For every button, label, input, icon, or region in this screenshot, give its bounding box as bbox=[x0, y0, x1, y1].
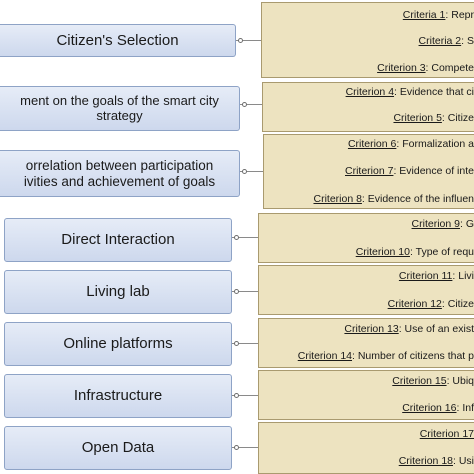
connector-dot bbox=[234, 393, 239, 398]
category-box-participation-correlation: orrelation between participation ivities… bbox=[0, 150, 240, 197]
criterion-text: : Usi bbox=[453, 455, 474, 467]
connector-dot bbox=[234, 341, 239, 346]
criterion-item: Criterion 13: Use of an exist bbox=[344, 323, 474, 336]
criterion-item: Criterion 10: Type of requ bbox=[356, 246, 474, 259]
criterion-id: Criterion 17 bbox=[419, 428, 474, 440]
category-box-living-lab: Living lab bbox=[4, 270, 232, 314]
criterion-id: Criterion 18 bbox=[398, 455, 453, 467]
connector-line bbox=[232, 237, 259, 238]
connector-dot bbox=[234, 445, 239, 450]
criterion-id: Criterion 12 bbox=[387, 298, 442, 310]
criterion-text: : Citize bbox=[441, 112, 474, 124]
criterion-item: Criterion 3: Compete bbox=[377, 62, 474, 75]
criterion-item: Criterion 11: Livi bbox=[399, 270, 474, 283]
criterion-item: Criterion 16: Inf bbox=[402, 402, 474, 415]
criterion-item: Criterion 18: Usi bbox=[399, 455, 474, 468]
criterion-text: : Ubiq bbox=[446, 375, 474, 387]
criterion-text: : Repr bbox=[445, 9, 474, 21]
connector-dot bbox=[238, 38, 243, 43]
criterion-id: Criterion 15 bbox=[392, 375, 447, 387]
category-box-direct-interaction: Direct Interaction bbox=[4, 218, 232, 262]
criterion-item: Criterion 14: Number of citizens that p bbox=[298, 350, 474, 363]
criterion-id: Criterion 6 bbox=[347, 138, 397, 150]
criterion-item: Criterion 8: Evidence of the influen bbox=[313, 193, 474, 206]
connector-line bbox=[232, 291, 259, 292]
category-box-smart-city-goals: ment on the goals of the smart city stra… bbox=[0, 86, 240, 131]
category-label: Open Data bbox=[81, 439, 155, 457]
criterion-text: : Use of an exist bbox=[398, 323, 474, 335]
criteria-box-living-lab: Criterion 11: Livi Criterion 12: Citize bbox=[258, 265, 474, 315]
category-box-citizens-selection: Citizen's Selection bbox=[0, 24, 236, 57]
category-label-line: ivities and achievement of goals bbox=[23, 173, 216, 189]
criterion-item: Criterion 6: Formalization a bbox=[348, 138, 474, 151]
criterion-text: : Compete bbox=[425, 62, 474, 74]
category-label: Living lab bbox=[86, 283, 150, 301]
connector-dot bbox=[242, 102, 247, 107]
category-box-open-data: Open Data bbox=[4, 426, 232, 470]
criteria-box-infrastructure: Criterion 15: Ubiq Criterion 16: Inf bbox=[258, 370, 474, 420]
criterion-item: Criteria 2: S bbox=[419, 35, 474, 48]
criterion-text: : Evidence that ci bbox=[394, 86, 474, 98]
connector-line bbox=[240, 104, 263, 105]
criterion-id: Criterion 4 bbox=[345, 86, 395, 98]
connector-line bbox=[236, 40, 262, 41]
connector-dot bbox=[234, 289, 239, 294]
criterion-item: Criterion 15: Ubiq bbox=[392, 375, 474, 388]
criterion-id: Criterion 5 bbox=[393, 112, 442, 124]
connector-line bbox=[232, 343, 259, 344]
connector-line bbox=[232, 447, 259, 448]
connector-line bbox=[240, 171, 264, 172]
criterion-text: : Evidence of inte bbox=[393, 165, 474, 177]
category-label: Online platforms bbox=[63, 335, 173, 353]
criterion-id: Criterion 14 bbox=[297, 350, 353, 362]
criteria-box-open-data: Criterion 17 Criterion 18: Usi bbox=[258, 422, 474, 474]
criterion-item: Criterion 5: Citize bbox=[393, 112, 474, 125]
criteria-box-direct-interaction: Criterion 9: G Criterion 10: Type of req… bbox=[258, 213, 474, 263]
criterion-id: Criterion 10 bbox=[355, 246, 410, 258]
criterion-id: Criterion 7 bbox=[345, 165, 394, 177]
criterion-item: Criterion 12: Citize bbox=[388, 298, 474, 311]
category-box-online-platforms: Online platforms bbox=[4, 322, 232, 366]
category-label: Citizen's Selection bbox=[56, 31, 179, 49]
criterion-text: : Evidence of the influen bbox=[361, 193, 474, 205]
criterion-item: Criteria 1: Repr bbox=[403, 9, 474, 22]
criterion-text: : Type of requ bbox=[409, 246, 474, 258]
criterion-id: Criterion 13 bbox=[344, 323, 399, 335]
category-label: Infrastructure bbox=[73, 387, 163, 405]
category-box-infrastructure: Infrastructure bbox=[4, 374, 232, 418]
criterion-id: Criterion 16 bbox=[402, 402, 457, 414]
criterion-text: : G bbox=[459, 218, 474, 230]
criterion-id: Criterion 8 bbox=[313, 193, 362, 205]
criterion-text: : Inf bbox=[456, 402, 474, 414]
category-label: Direct Interaction bbox=[61, 231, 175, 249]
criteria-box-participation-correlation: Criterion 6: Formalization a Criterion 7… bbox=[263, 134, 474, 209]
category-label-line: orrelation between participation bbox=[25, 157, 214, 173]
criterion-text: : Number of citizens that p bbox=[352, 350, 474, 362]
criterion-item: Criterion 9: G bbox=[412, 218, 474, 231]
criterion-text: : Formalization a bbox=[396, 138, 474, 150]
connector-dot bbox=[234, 235, 239, 240]
criteria-box-online-platforms: Criterion 13: Use of an exist Criterion … bbox=[258, 318, 474, 368]
criterion-id: Criteria 1 bbox=[402, 9, 446, 21]
criterion-item: Criterion 7: Evidence of inte bbox=[345, 165, 474, 178]
criterion-text: : Livi bbox=[452, 270, 474, 282]
criteria-box-smart-city-goals: Criterion 4: Evidence that ci Criterion … bbox=[262, 82, 474, 132]
category-label-line: ment on the goals of the smart city bbox=[20, 92, 219, 108]
criterion-text: : S bbox=[461, 35, 474, 47]
criteria-box-citizens-selection: Criteria 1: Repr Criteria 2: S Criterion… bbox=[261, 2, 474, 78]
criterion-id: Criteria 2 bbox=[418, 35, 462, 47]
connector-line bbox=[232, 395, 259, 396]
criterion-item: Criterion 4: Evidence that ci bbox=[346, 86, 474, 99]
connector-dot bbox=[242, 169, 247, 174]
criterion-id: Criterion 11 bbox=[398, 270, 453, 282]
criterion-text: : Citize bbox=[441, 298, 474, 310]
criterion-id: Criterion 9 bbox=[411, 218, 460, 230]
criterion-id: Criterion 3 bbox=[377, 62, 426, 74]
criterion-item: Criterion 17 bbox=[420, 428, 474, 441]
category-label-line: strategy bbox=[96, 107, 143, 123]
